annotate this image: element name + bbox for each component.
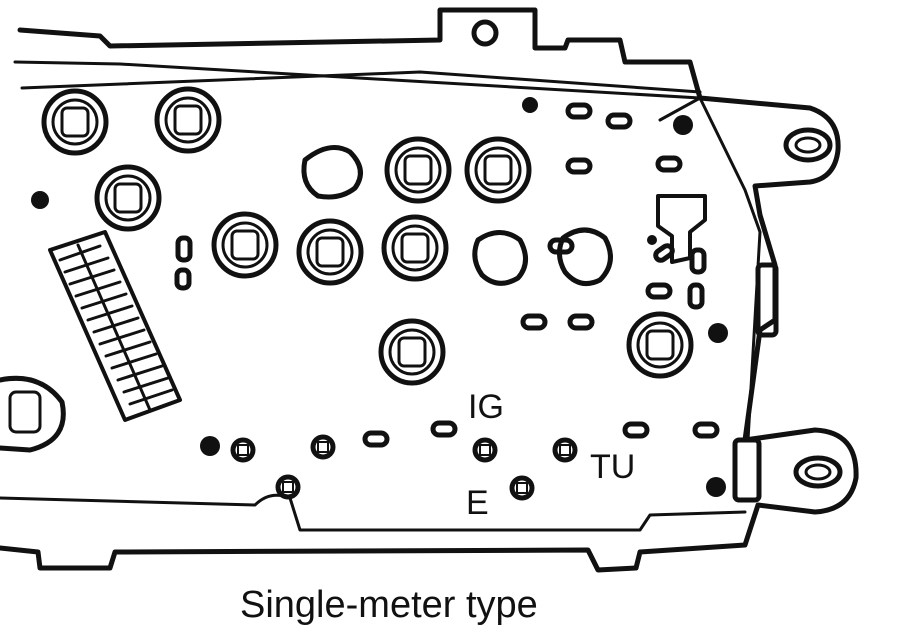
board-slot xyxy=(689,247,707,275)
board-slot xyxy=(645,282,673,300)
board-slot xyxy=(565,102,593,120)
bulb-socket xyxy=(381,214,449,282)
bulb-socket xyxy=(378,318,446,386)
board-slot xyxy=(622,421,650,439)
housing-outline xyxy=(0,7,859,573)
board-slot xyxy=(567,313,595,331)
board-bottom-edge xyxy=(0,493,747,532)
board-slot xyxy=(174,267,192,291)
terminal-screw-e xyxy=(509,475,535,501)
rivet-dot xyxy=(706,477,726,497)
terminal-screw-ig xyxy=(472,437,498,463)
bulb-socket xyxy=(211,211,279,279)
diagram-caption: Single-meter type xyxy=(240,584,538,626)
right-mount-hole-inner xyxy=(794,136,822,154)
right-connector-bracket xyxy=(732,437,762,503)
bulb-socket xyxy=(94,164,162,232)
bulb-socket xyxy=(296,218,364,286)
bulb-socket xyxy=(41,88,109,156)
top-tab-hole xyxy=(471,19,499,47)
circuit-ribbon-spine xyxy=(76,243,152,412)
rivet-dot xyxy=(200,436,220,456)
right-side-tab xyxy=(755,262,779,338)
board-slot xyxy=(655,155,683,173)
terminal-label-ig: IG xyxy=(468,388,504,426)
bulb-socket xyxy=(464,136,532,204)
board-slot xyxy=(430,420,458,438)
circuit-ribbon-traces xyxy=(58,244,174,406)
board-slot xyxy=(653,243,675,263)
board-cutout xyxy=(557,227,613,287)
terminal-screw-tu xyxy=(552,437,578,463)
terminal-screw xyxy=(275,474,301,500)
rivet-dot xyxy=(647,235,657,245)
rivet-dot xyxy=(708,323,728,343)
board-slot xyxy=(547,237,575,255)
board-slot xyxy=(605,112,633,130)
lower-right-mount-hole xyxy=(793,455,843,489)
board-slot xyxy=(687,282,705,310)
board-slot xyxy=(362,430,390,448)
board-slot xyxy=(692,421,720,439)
housing-inner-edge xyxy=(13,60,762,442)
terminal-screw xyxy=(230,437,256,463)
board-slot xyxy=(175,235,193,263)
terminal-label-tu: TU xyxy=(590,448,635,486)
rivet-dot xyxy=(31,191,49,209)
bulb-socket xyxy=(0,375,66,453)
terminal-label-e: E xyxy=(466,484,489,522)
board-slot xyxy=(565,157,593,175)
rivet-dot xyxy=(522,97,538,113)
lower-right-mount-hole-inner xyxy=(804,463,832,481)
board-cutout xyxy=(301,145,363,200)
right-mount-hole xyxy=(783,127,833,163)
rivet-dot xyxy=(673,115,693,135)
circuit-ribbon xyxy=(48,230,182,422)
bulb-socket xyxy=(626,311,694,379)
board-cutout xyxy=(472,230,528,286)
board-slot xyxy=(520,313,548,331)
terminal-screw xyxy=(310,434,336,460)
bulb-socket xyxy=(154,86,222,154)
bulb-socket xyxy=(384,136,452,204)
